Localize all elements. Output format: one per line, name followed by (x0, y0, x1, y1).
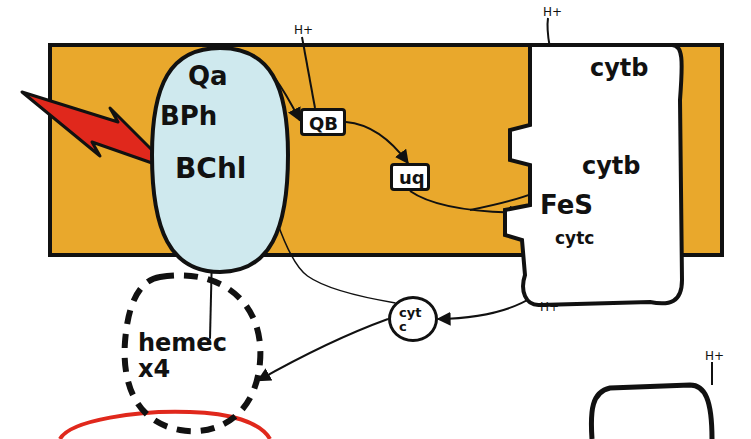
proton-label: H+ (543, 6, 562, 18)
component-label: BChl (175, 155, 246, 183)
component-label: cytb (590, 56, 649, 80)
component-label: hemec x4 (138, 330, 233, 383)
proton-label: H+ (540, 301, 559, 313)
component-label: Qa (188, 63, 228, 89)
component-label: cytc (555, 230, 594, 247)
component-label: BPh (160, 103, 217, 129)
heme-group: hemec x4 (120, 272, 270, 439)
proton-leader (302, 37, 315, 108)
electron-arrow (346, 122, 408, 163)
light-bolt (22, 92, 172, 170)
bc1-complex: cytb cytbFeS cytc (500, 40, 685, 310)
electron-arrow (438, 297, 533, 320)
quinone-box: uq (390, 163, 430, 191)
electron-arrow (258, 319, 388, 381)
component-label: FeS (540, 192, 593, 218)
quinone-box: QB (300, 108, 346, 136)
cytochrome-circle: cyt c (388, 296, 438, 342)
proton-label: H+ (294, 24, 313, 36)
component-label: QB (309, 115, 338, 133)
reaction-center: QaBPhBChl (150, 45, 290, 275)
component-label: cyt c (399, 306, 431, 335)
proton-leader (711, 362, 713, 385)
component-label: uq (399, 169, 425, 187)
complex-outline (591, 385, 712, 439)
component-label: cytb (582, 154, 641, 178)
proton-label: H+ (705, 350, 724, 362)
